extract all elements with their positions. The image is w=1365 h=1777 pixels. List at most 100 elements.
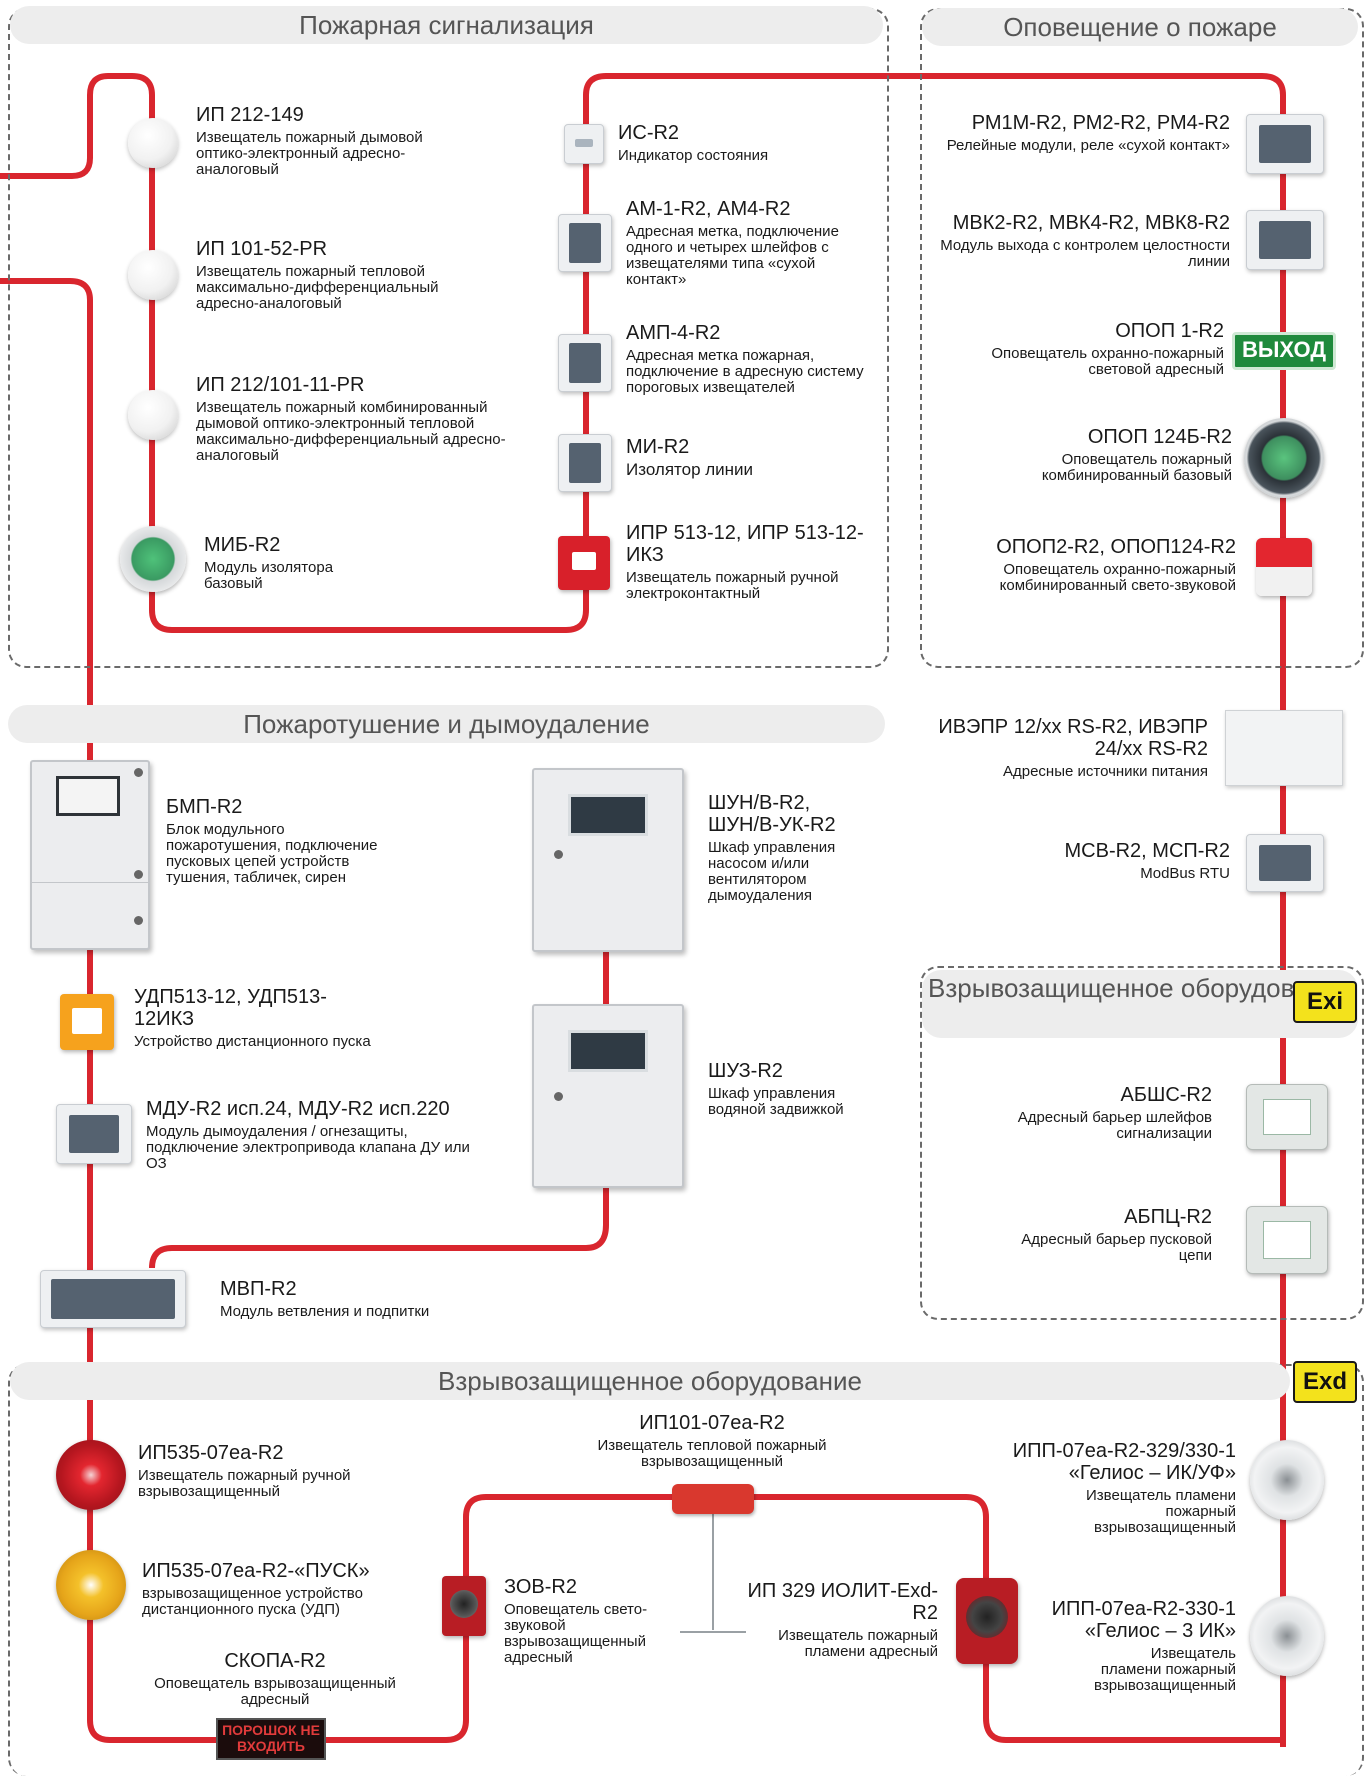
ivepr-title: ИВЭПР 12/xx RS-R2, ИВЭПР 24/xx RS-R2 [938,716,1208,760]
zov-r2: ЗОВ-R2 Оповещатель свето-звуковой взрыво… [504,1576,674,1666]
ip101-07: ИП101-07ea-R2 Извещатель тепловой пожарн… [572,1412,852,1470]
line-isolator-icon [558,434,612,492]
mvk-r2: МВК2-R2, МВК4-R2, МВК8-R2 Модуль выхода … [930,212,1230,270]
ipr-desc: Извещатель пожарный ручной электроконтак… [626,569,839,602]
am-title: АМ-1-R2, АМ4-R2 [626,198,791,220]
mi-r2: МИ-R2 Изолятор линии [626,436,826,478]
ip101-52-desc: Извещатель пожарный тепловой максимально… [196,263,439,312]
wire-main-trunk [0,278,93,1385]
extinguishing-title: Пожаротушение и дымоудаление [8,705,885,743]
status-indicator-icon [564,124,604,164]
combined-sounder-base-icon [1244,418,1324,498]
am-desc: Адресная метка, подключение одного и чет… [626,223,839,288]
udp-513: УДП513-12, УДП513-12ИКЗ Устройство диста… [134,986,374,1050]
mdu-desc: Модуль дымоудаления / огнезащиты, подклю… [146,1123,470,1172]
exi-frame [920,966,1364,1320]
ipp-329-330-desc: Извещатель пламени пожарный взрывозащище… [1086,1487,1236,1536]
signal-barrier-icon [1246,1084,1328,1150]
opop124b-r2: ОПОП 124Б-R2 Оповещатель пожарный комбин… [960,426,1232,484]
ip212-101: ИП 212/101-11-PR Извещатель пожарный ком… [196,374,536,464]
ipp-329-330: ИПП-07ea-R2-329/330-1 «Гелиос – ИК/УФ» И… [960,1440,1236,1536]
shuz-title: ШУЗ-R2 [708,1060,783,1082]
branch-module-icon [40,1270,186,1328]
udp-desc: Устройство дистанционного пуска [134,1033,371,1050]
bmp-title: БМП-R2 [166,796,243,818]
ip535-pusk: ИП535-07ea-R2-«ПУСК» взрывозащищенное ус… [142,1560,422,1618]
ip535-pusk-title: ИП535-07ea-R2-«ПУСК» [142,1560,370,1582]
ivepr-desc: Адресные источники питания [1002,763,1208,780]
shun-r2: ШУН/В-R2, ШУН/В-УК-R2 Шкаф управления на… [708,792,858,904]
msv-title: МСВ-R2, МСП-R2 [1064,840,1231,862]
ipp-330-desc: Извещатель пламени пожарный взрывозащище… [1094,1645,1236,1694]
msv-desc: ModBus RTU [1140,865,1230,882]
rm-r2: РМ1М-R2, РМ2-R2, РМ4-R2 Релейные модули,… [930,112,1230,154]
exd-badge: Exd [1293,1361,1357,1403]
light-sound-alarm-icon [1256,538,1312,596]
is-r2-title: ИС-R2 [618,122,680,144]
am-r2: АМ-1-R2, АМ4-R2 Адресная метка, подключе… [626,198,866,288]
shuz-desc: Шкаф управления водяной задвижкой [708,1085,844,1118]
abshs-desc: Адресный барьер шлейфов сигнализации [1017,1109,1212,1142]
opop2-title: ОПОП2-R2, ОПОП124-R2 [996,536,1236,558]
rm-desc: Релейные модули, реле «сухой контакт» [946,137,1230,154]
zov-title: ЗОВ-R2 [504,1576,577,1598]
power-supply-icon [1225,710,1343,786]
ipr-title: ИПР 513-12, ИПР 513-12-ИКЗ [626,522,864,566]
is-r2-desc: Индикатор состояния [618,147,769,164]
modbus-module-icon [1246,834,1324,892]
ip329-title: ИП 329 ИОЛИТ-Exd-R2 [747,1580,938,1624]
abshs-r2: АБШС-R2 Адресный барьер шлейфов сигнализ… [1000,1084,1212,1142]
opop2-r2: ОПОП2-R2, ОПОП124-R2 Оповещатель охранно… [940,536,1236,594]
wire-exd-left [87,1380,1283,1743]
opop1-title: ОПОП 1-R2 [1115,320,1224,342]
ip535-title: ИП535-07ea-R2 [138,1442,284,1464]
explosion-proof-call-point-icon [56,1440,126,1510]
bmp-desc: Блок модульного пожаротушения, подключен… [166,821,378,886]
shun-desc: Шкаф управления насосом и/или вентилятор… [708,839,836,904]
wire-extinguishing [149,945,609,1269]
sounder-icon [442,1576,486,1636]
mvk-desc: Модуль выхода с контролем целостности ли… [940,237,1230,270]
exi-badge: Exi [1293,981,1357,1023]
abpc-desc: Адресный барьер пусковой цепи [1021,1231,1212,1264]
skopa-title: СКОПА-R2 [224,1650,326,1672]
ir-uv-flame-detector-icon [1250,1440,1324,1520]
fire-address-tag-icon [558,334,612,392]
abpc-title: АБПЦ-R2 [1124,1206,1212,1228]
explosion-proof-heat-detector-icon [672,1484,754,1514]
mvp-desc: Модуль ветвления и подпитки [220,1303,430,1320]
ipp-329-330-title: ИПП-07ea-R2-329/330-1 «Гелиос – ИК/УФ» [1012,1440,1236,1484]
mvp-title: МВП-R2 [220,1278,297,1300]
exd-title: Взрывозащищенное оборудование [10,1362,1290,1400]
mvk-title: МВК2-R2, МВК4-R2, МВК8-R2 [952,212,1230,234]
udp-title: УДП513-12, УДП513-12ИКЗ [134,986,327,1030]
ipr-513: ИПР 513-12, ИПР 513-12-ИКЗ Извещатель по… [626,522,866,602]
smoke-removal-module-icon [56,1104,132,1164]
amp-title: АМП-4-R2 [626,322,721,344]
mdu-r2: МДУ-R2 исп.24, МДУ-R2 исп.220 Модуль дым… [146,1098,486,1172]
ip212-101-title: ИП 212/101-11-PR [196,374,365,396]
ip329-desc: Извещатель пожарный пламени адресный [778,1627,938,1660]
flame-detector-icon [956,1578,1018,1664]
ip101-07-desc: Извещатель тепловой пожарный взрывозащищ… [597,1437,827,1470]
address-tag-icon [558,214,612,272]
mdu-title: МДУ-R2 исп.24, МДУ-R2 исп.220 [146,1098,450,1120]
isolator-base-icon [120,526,186,592]
wire-left-loop [0,73,1286,1747]
mib: МИБ-R2 Модуль изолятора базовый [204,534,394,592]
ivepr-r2: ИВЭПР 12/xx RS-R2, ИВЭПР 24/xx RS-R2 Адр… [936,716,1208,780]
powder-do-not-enter-sign: ПОРОШОК НЕ ВХОДИТЬ [216,1718,326,1760]
exit-sign-icon: ВЫХОД [1232,332,1336,370]
pump-control-cabinet-icon [532,768,684,952]
opop2-desc: Оповещатель охранно-пожарный комбинирова… [999,561,1236,594]
msv-r2: МСВ-R2, МСП-R2 ModBus RTU [960,840,1231,882]
ip535: ИП535-07ea-R2 Извещатель пожарный ручной… [138,1442,388,1500]
modular-extinguishing-block-icon [30,760,150,950]
opop124b-desc: Оповещатель пожарный комбинированный баз… [1041,451,1232,484]
remote-start-device-icon [60,994,114,1050]
ip535-pusk-desc: взрывозащищенное устройство дистанционно… [142,1585,363,1618]
start-barrier-icon [1246,1206,1328,1274]
abpc-r2: АБПЦ-R2 Адресный барьер пусковой цепи [1000,1206,1212,1264]
amp-desc: Адресная метка пожарная, подключение в а… [626,347,864,396]
